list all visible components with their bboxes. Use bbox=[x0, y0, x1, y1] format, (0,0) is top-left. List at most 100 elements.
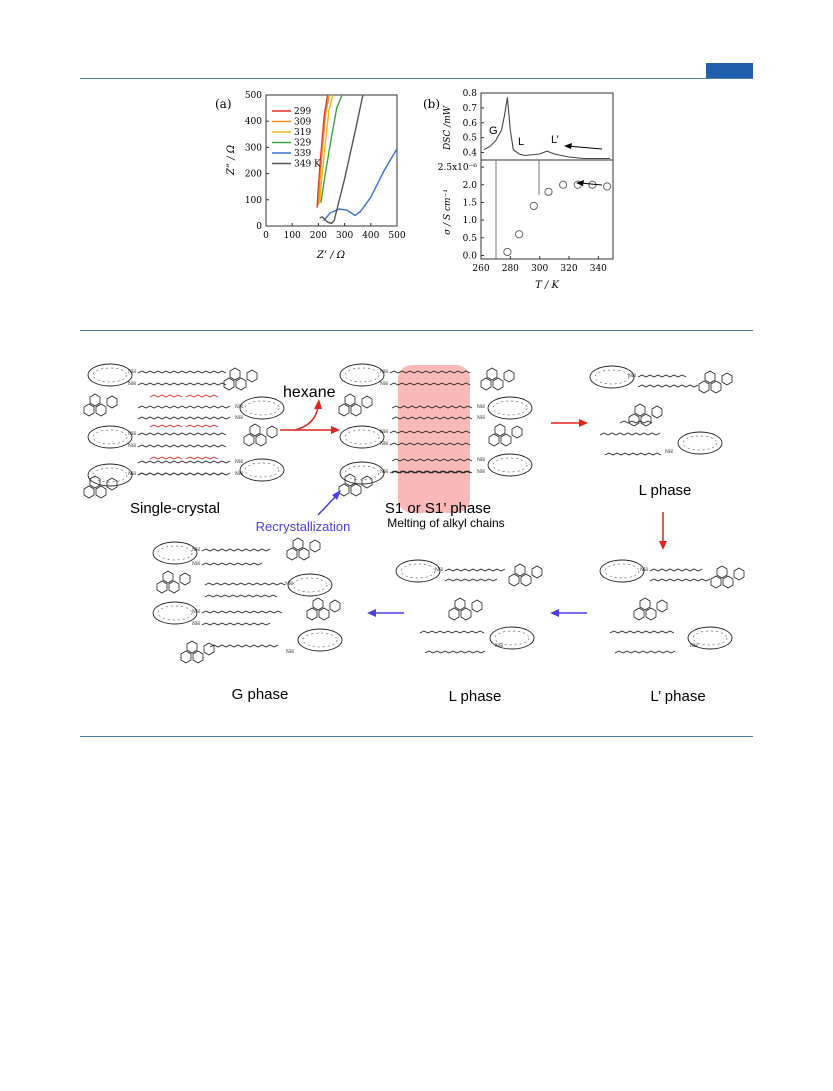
alkyl-chain bbox=[389, 430, 471, 434]
dsc-curve bbox=[483, 97, 611, 160]
label-single-crystal: Single-crystal bbox=[130, 500, 220, 517]
nh-label: NH bbox=[192, 547, 200, 553]
crown-ether bbox=[487, 453, 533, 477]
dsc-peak-lprime: L’ bbox=[551, 134, 559, 146]
panel-b-label: (b) bbox=[423, 97, 440, 111]
panel-a-xtick-label: 500 bbox=[388, 231, 405, 241]
alkyl-chain bbox=[201, 610, 283, 614]
label-l-phase-bottom: L phase bbox=[449, 688, 502, 705]
alkyl-chain bbox=[637, 384, 699, 388]
alkyl-chain bbox=[389, 442, 471, 446]
tetraphenylborate bbox=[508, 563, 543, 587]
header-rule bbox=[80, 78, 753, 79]
nh-label: NH bbox=[477, 469, 485, 475]
figure-top-rule bbox=[80, 330, 753, 331]
panel-a-ytick-label: 500 bbox=[245, 91, 262, 101]
sigma-point bbox=[503, 247, 512, 257]
nh-label: NH bbox=[235, 471, 243, 477]
nh-label: NH bbox=[192, 609, 200, 615]
dsc-yticks: 0.40.50.60.70.8 bbox=[463, 89, 484, 159]
alkyl-chain bbox=[599, 432, 661, 436]
sigma-ylabel: σ / S cm⁻¹ bbox=[443, 189, 453, 235]
sigma-xtick-label: 260 bbox=[472, 264, 489, 274]
legend-label-349: 349 K bbox=[294, 160, 321, 170]
tetraphenylborate bbox=[83, 475, 118, 499]
alkyl-chain bbox=[391, 416, 473, 420]
sigma-point bbox=[559, 180, 568, 189]
crown-ether bbox=[599, 559, 645, 583]
alkyl-chain bbox=[204, 594, 278, 598]
panel-a-xtick-label: 300 bbox=[336, 231, 353, 241]
label-s1-subtitle: Melting of alkyl chains bbox=[387, 516, 504, 530]
alkyl-chain bbox=[391, 405, 473, 409]
alkyl-chain bbox=[137, 370, 227, 374]
panel-b-sigma-axes bbox=[480, 159, 614, 260]
crown-ether bbox=[487, 396, 533, 420]
alkyl-chain bbox=[444, 568, 506, 572]
alkyl-chain bbox=[391, 470, 473, 474]
crown-ether bbox=[152, 601, 198, 625]
dsc-peak-g: G bbox=[489, 125, 498, 137]
nh-label: NH bbox=[128, 443, 136, 449]
sigma-arrow bbox=[576, 180, 603, 186]
nh-label: NH bbox=[235, 415, 243, 421]
nh-label: NH bbox=[665, 449, 673, 455]
tetraphenylborate bbox=[628, 403, 663, 427]
nh-label: NH bbox=[690, 643, 698, 649]
alkyl-chain bbox=[201, 548, 271, 552]
panel-a-ylabel: Z” / Ω bbox=[226, 145, 237, 176]
alkyl-chain bbox=[209, 644, 279, 648]
crown-ether bbox=[152, 541, 198, 565]
panel-a-series bbox=[316, 95, 397, 225]
red-chain bbox=[185, 424, 219, 428]
alkyl-chain bbox=[424, 650, 486, 654]
alkyl-chain bbox=[649, 578, 711, 582]
alkyl-chain bbox=[201, 562, 263, 566]
alkyl-chain bbox=[137, 382, 227, 386]
alkyl-chain bbox=[137, 460, 231, 464]
panel-a-ytick-label: 200 bbox=[245, 170, 262, 180]
phase-scheme: NHNHNHNHNHNHNHNHNHNHNHNHNHNHNHNHNHNHNHNH… bbox=[83, 363, 745, 705]
label-hexane: hexane bbox=[283, 384, 336, 401]
alkyl-chain bbox=[389, 382, 471, 386]
panel-a-xlabel: Z’ / Ω bbox=[316, 250, 345, 261]
tetraphenylborate bbox=[338, 393, 373, 417]
red-chain bbox=[149, 424, 183, 428]
crown-ether bbox=[239, 396, 285, 420]
figure-bottom-rule bbox=[80, 736, 753, 737]
label-s1-phase: S1 or S1’ phase bbox=[385, 500, 491, 517]
dsc-ytick-label: 0.7 bbox=[463, 104, 478, 114]
arrow-hexane bbox=[294, 399, 322, 431]
nh-label: NH bbox=[477, 415, 485, 421]
alkyl-chain bbox=[137, 405, 231, 409]
label-l-phase-top: L phase bbox=[639, 482, 692, 499]
crown-ether bbox=[395, 559, 441, 583]
tetraphenylborate bbox=[83, 393, 118, 417]
nh-label: NH bbox=[235, 404, 243, 410]
series-line-299 bbox=[316, 95, 329, 208]
alkyl-chain bbox=[137, 432, 227, 436]
nh-label: NH bbox=[192, 561, 200, 567]
label-lprime-phase: L’ phase bbox=[650, 688, 705, 705]
arrow-to-lprime bbox=[659, 512, 667, 550]
arrow-to-g bbox=[367, 609, 404, 617]
panel-a-ytick-label: 0 bbox=[256, 222, 262, 232]
crown-ether bbox=[339, 363, 385, 387]
sigma-point bbox=[515, 230, 524, 239]
sigma-yticks: 0.00.51.01.52.02.5x10⁻⁶ bbox=[438, 163, 484, 261]
nh-label: NH bbox=[380, 429, 388, 435]
sigma-ytick-label: 1.5 bbox=[463, 198, 478, 208]
arrow-to-l-bottom bbox=[550, 609, 587, 617]
crown-ether bbox=[87, 463, 133, 487]
nh-label: NH bbox=[380, 441, 388, 447]
crown-ether bbox=[239, 458, 285, 482]
tetraphenylborate bbox=[338, 473, 373, 497]
dsc-ylabel: DSC /mW bbox=[443, 105, 453, 151]
nh-label: NH bbox=[628, 373, 636, 379]
series-line-319 bbox=[319, 95, 334, 204]
alkyl-chain bbox=[609, 630, 675, 634]
red-chain bbox=[149, 394, 183, 398]
